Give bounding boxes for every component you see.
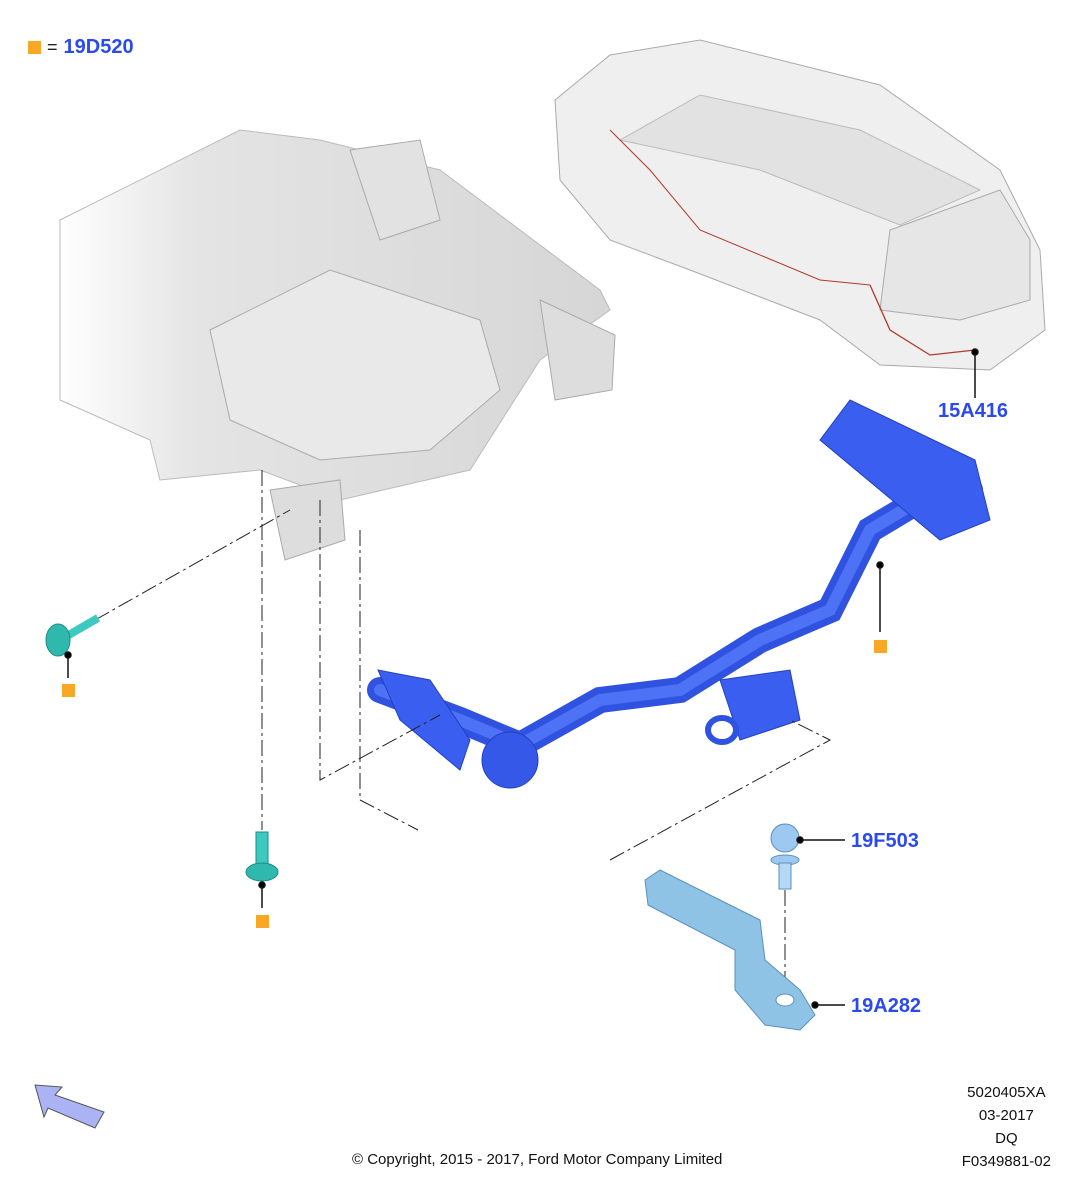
marker-square-icon	[28, 41, 41, 54]
callout-ball-mount[interactable]: 19A282	[851, 995, 922, 1017]
illustration-date: 03-2017	[978, 1107, 1034, 1124]
callout-wiring-harness[interactable]: 15A416	[938, 400, 1009, 422]
legend-part-number: 19D520	[63, 36, 134, 58]
callout-tow-ball[interactable]: 19F503	[851, 830, 919, 852]
fastener-marker	[256, 915, 269, 928]
region-code: DQ	[995, 1130, 1018, 1147]
assembly-lines	[94, 470, 832, 990]
ball-mount	[644, 869, 816, 1031]
fastener-marker	[874, 640, 887, 653]
vehicle	[554, 39, 1046, 371]
bolt-lower	[245, 831, 279, 882]
fastener-marker	[62, 684, 75, 697]
figure-metadata: 5020405XA 03-2017 DQ F0349881-02	[962, 1081, 1051, 1173]
floor-pan	[59, 129, 616, 561]
tow-ball	[770, 823, 800, 890]
bolt-upper	[45, 614, 101, 657]
illustration-code: 5020405XA	[967, 1084, 1046, 1101]
copyright-notice: © Copyright, 2015 - 2017, Ford Motor Com…	[352, 1151, 723, 1168]
view-direction-arrow-icon	[34, 1084, 105, 1129]
figure-number: F0349881-02	[961, 1153, 1051, 1170]
leader-lines	[64, 348, 979, 1009]
trailer-hitch	[367, 399, 991, 789]
legend: = 19D520	[28, 36, 134, 59]
legend-equals: =	[47, 37, 58, 57]
